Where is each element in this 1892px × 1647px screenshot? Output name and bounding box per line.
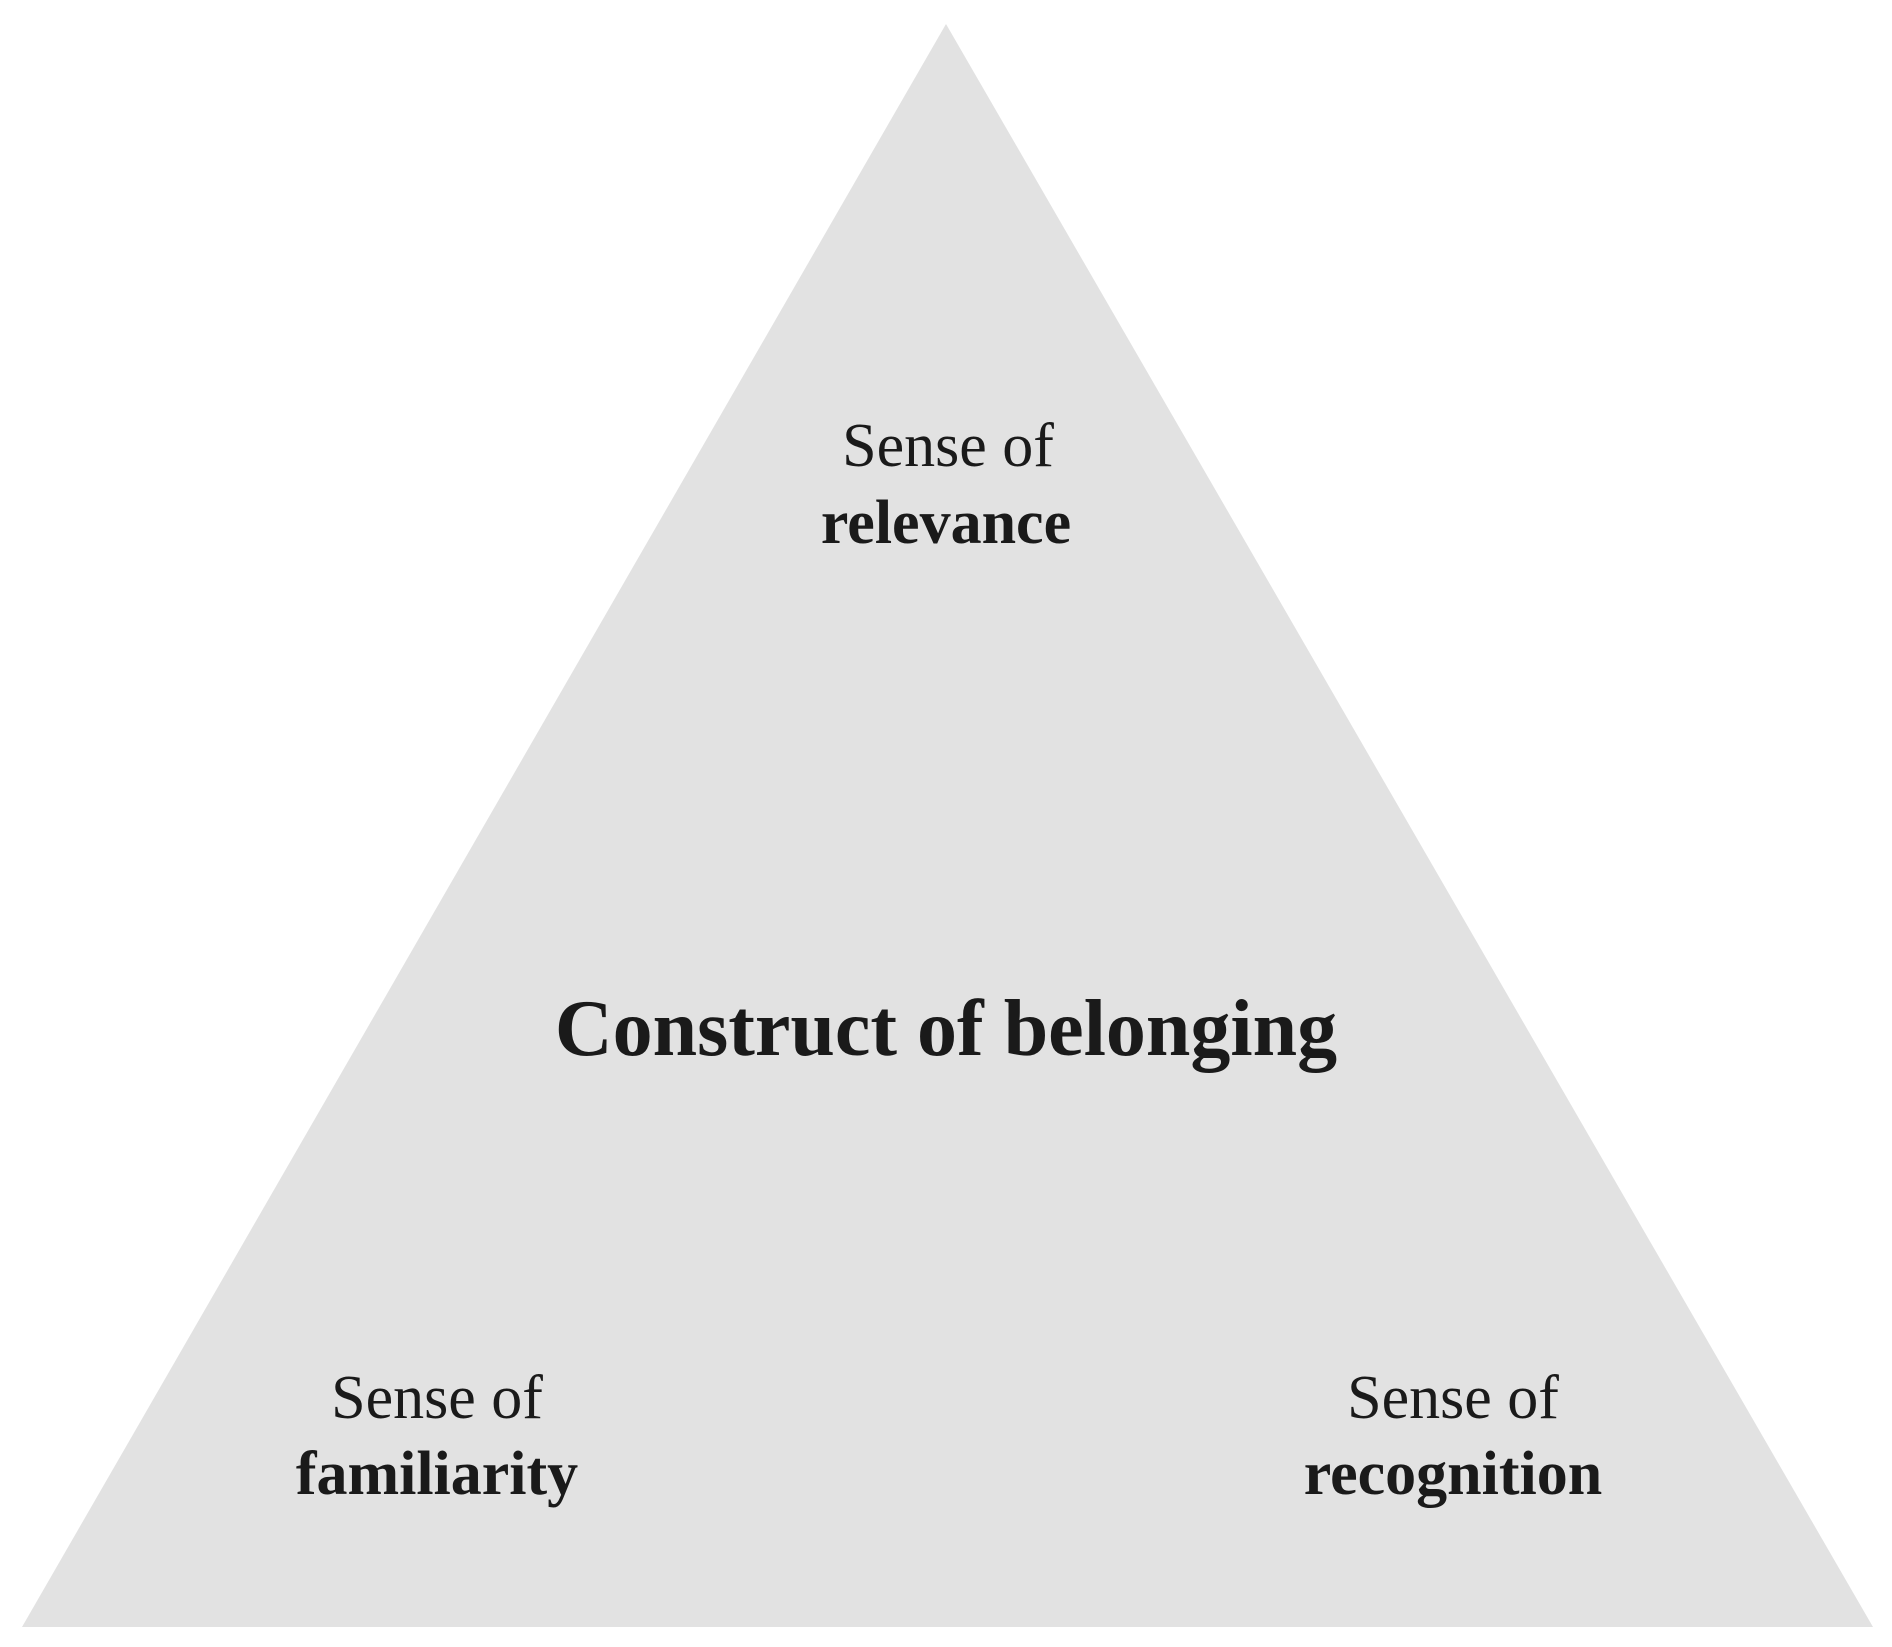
left-corner-prefix: Sense of [331,1364,543,1432]
right-corner-term: recognition [1304,1440,1603,1508]
top-corner-prefix: Sense of [842,412,1054,480]
center-label: Construct of belonging [555,985,1337,1073]
triangle-shape [22,24,1873,1627]
left-corner-term: familiarity [296,1440,578,1508]
top-corner-term: relevance [821,489,1071,557]
right-corner-prefix: Sense of [1347,1364,1559,1432]
